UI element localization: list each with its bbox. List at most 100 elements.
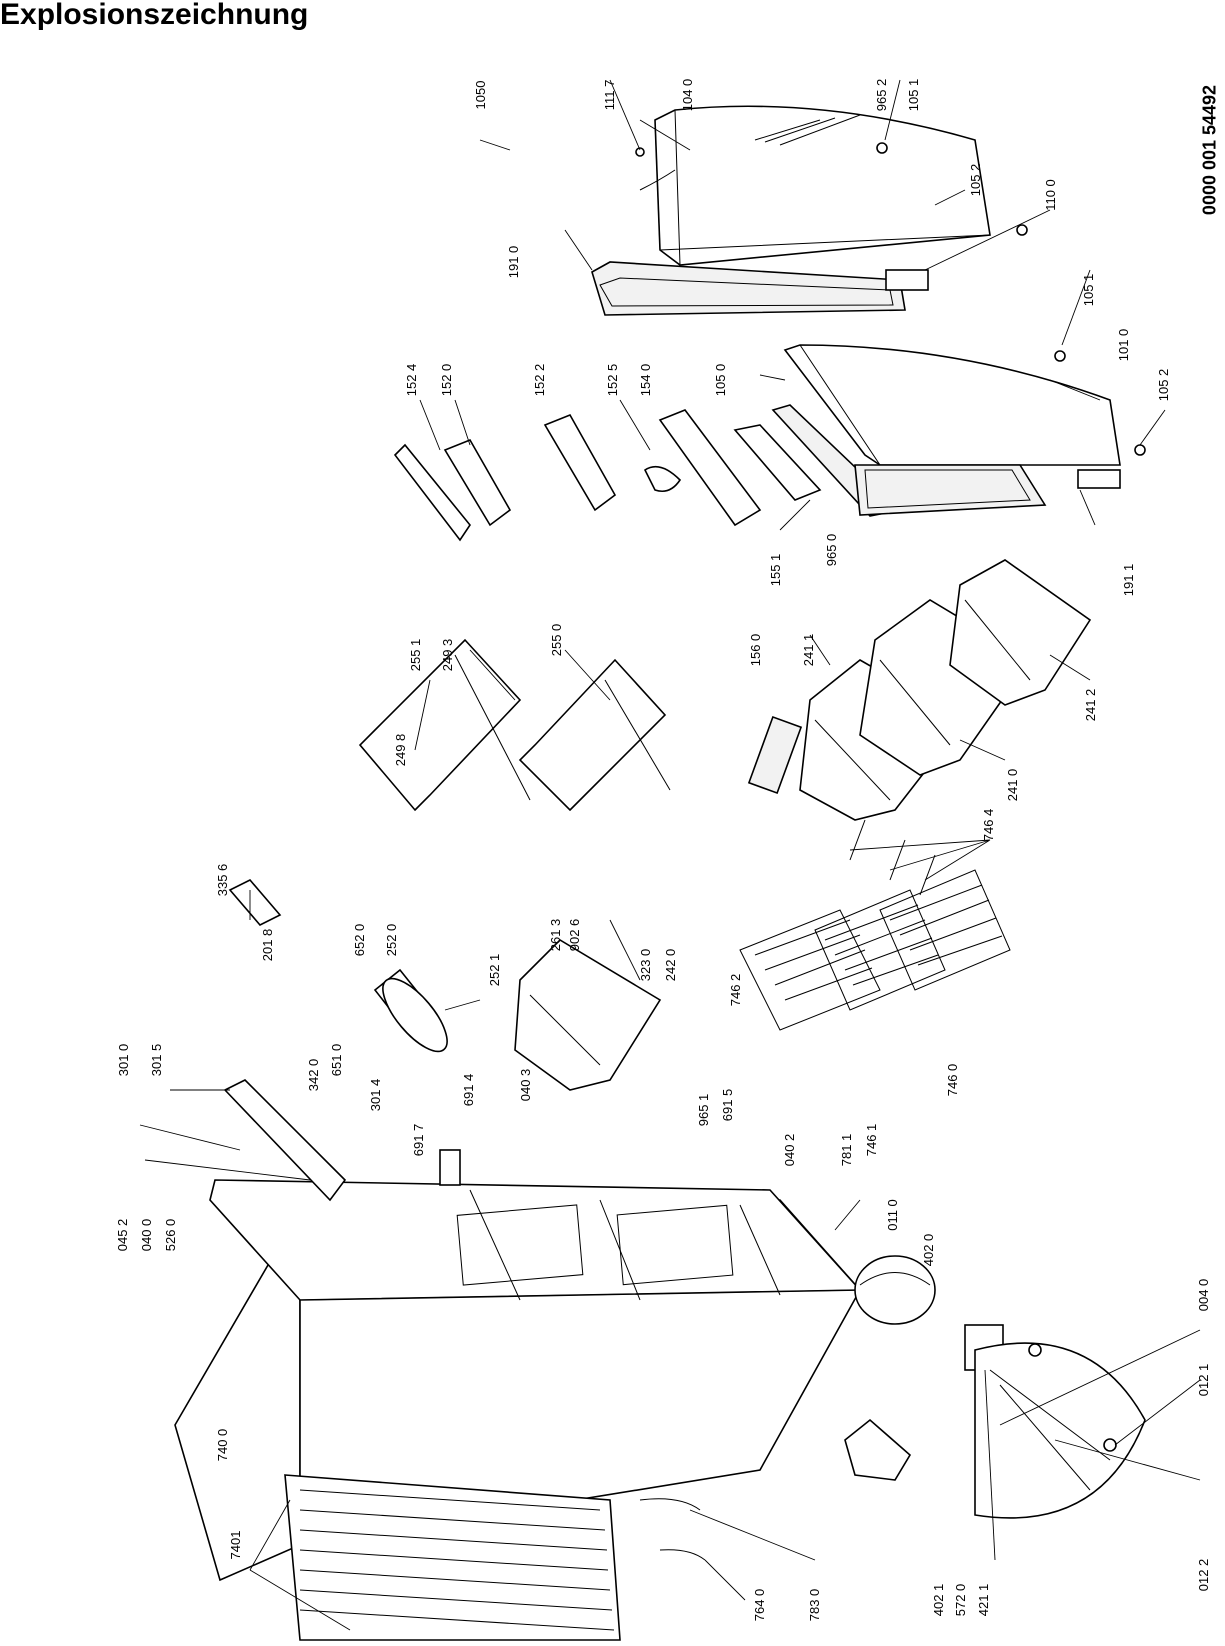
part-label: 105 2 <box>1156 369 1171 402</box>
part-label: 152 0 <box>439 364 454 397</box>
part-label: 201 8 <box>260 929 275 962</box>
condenser-frame <box>284 1474 621 1641</box>
part-label: 012 1 <box>1196 1364 1211 1397</box>
part-label: 781 1 <box>839 1134 854 1167</box>
part-label: 156 0 <box>748 634 763 667</box>
part-label: 155 1 <box>768 554 783 587</box>
part-label: 783 0 <box>807 1589 822 1622</box>
part-label: 105 0 <box>713 364 728 397</box>
door-shelf-154 <box>658 409 762 527</box>
door-hinge-bracket <box>885 269 929 291</box>
part-label: 746 0 <box>945 1064 960 1097</box>
part-label: 152 4 <box>404 364 419 397</box>
drawers <box>514 559 1092 1091</box>
door-bottle-shelf <box>543 413 617 512</box>
part-label: 342 0 <box>306 1059 321 1092</box>
part-label: 691 7 <box>411 1124 426 1157</box>
thermostat <box>228 879 282 926</box>
part-label: 252 0 <box>384 924 399 957</box>
door-shelf-cover <box>393 443 471 542</box>
part-label: 040 0 <box>139 1219 154 1252</box>
part-label: 241 1 <box>801 634 816 667</box>
cabinet-top <box>209 1179 862 1301</box>
part-label: 651 0 <box>329 1044 344 1077</box>
door-outer-panel-lower <box>783 344 1121 466</box>
upper-door-assembly <box>591 105 1028 316</box>
wire-shelves <box>739 819 1011 1031</box>
part-label: 040 2 <box>782 1134 797 1167</box>
part-labels: 1050 111 7 104 0 965 2 105 1 105 2 110 0… <box>115 79 1211 1622</box>
part-label: 740 0 <box>215 1429 230 1462</box>
part-label: 323 0 <box>638 949 653 982</box>
part-label: 572 0 <box>953 1584 968 1617</box>
leader-lines <box>139 79 1201 1631</box>
part-label: 402 0 <box>921 1234 936 1267</box>
part-label: 301 4 <box>368 1079 383 1112</box>
part-label: 421 1 <box>976 1584 991 1617</box>
part-label: 764 0 <box>752 1589 767 1622</box>
part-label: 402 1 <box>931 1584 946 1617</box>
part-label: 249 3 <box>440 639 455 672</box>
glass-shelves <box>358 638 671 812</box>
part-label: 111 7 <box>602 80 617 111</box>
compressor <box>854 1255 936 1325</box>
page-title: Explosionszeichnung <box>0 0 309 31</box>
door-hinge-lower <box>1077 469 1121 489</box>
lamp-cover <box>382 977 448 1053</box>
part-label: 191 0 <box>506 246 521 279</box>
part-label: 191 1 <box>1121 564 1136 597</box>
part-label: 335 6 <box>215 864 230 897</box>
lower-door-assembly <box>771 344 1146 517</box>
drawer-handle <box>747 715 803 795</box>
part-label: 242 0 <box>663 949 678 982</box>
part-label: 004 0 <box>1196 1279 1211 1312</box>
part-label: 691 5 <box>720 1089 735 1122</box>
drawer-241-2 <box>949 559 1092 706</box>
part-label: 902 6 <box>567 919 582 952</box>
part-label: 255 0 <box>549 624 564 657</box>
part-label: 045 2 <box>115 1219 130 1252</box>
crisper-drawer <box>514 938 662 1091</box>
part-label: 746 1 <box>864 1124 879 1157</box>
machine-compartment <box>844 1255 1146 1519</box>
part-label: 101 0 <box>1116 329 1131 362</box>
part-label: 249 8 <box>393 734 408 767</box>
glass-shelf-lower <box>518 658 667 812</box>
part-label: 105 1 <box>906 79 921 112</box>
part-label: 241 0 <box>1005 769 1020 802</box>
part-label: 152 5 <box>605 364 620 397</box>
part-label: 110 0 <box>1043 179 1058 211</box>
part-label: 152 2 <box>532 364 547 397</box>
door-gasket <box>591 261 906 316</box>
part-label: 012 2 <box>1196 1559 1211 1592</box>
part-label: 241 2 <box>1083 689 1098 722</box>
part-label: 040 3 <box>518 1069 533 1102</box>
part-label: 154 0 <box>638 364 653 397</box>
part-label: 261 3 <box>548 919 563 952</box>
part-label: 252 1 <box>487 954 502 987</box>
part-label: 746 4 <box>981 809 996 842</box>
part-label: 105 2 <box>968 164 983 197</box>
part-label: 104 0 <box>680 79 695 112</box>
part-label: 652 0 <box>352 924 367 957</box>
part-label: 691 4 <box>461 1074 476 1107</box>
part-label: 1050 <box>473 81 488 110</box>
door-shelf-152 <box>443 438 512 527</box>
part-label: 965 0 <box>824 534 839 567</box>
butter-compartment <box>733 424 822 501</box>
control-components <box>223 879 461 1202</box>
control-panel-cover <box>223 1079 347 1202</box>
part-label: 301 0 <box>116 1044 131 1077</box>
door-outer-panel <box>654 105 991 266</box>
condenser <box>284 1474 706 1641</box>
base-plate <box>974 1342 1146 1519</box>
door-shelves <box>393 409 822 542</box>
light-switch <box>439 1149 461 1186</box>
part-label: 7401 <box>228 1531 243 1560</box>
part-label: 255 1 <box>408 639 423 672</box>
part-label: 526 0 <box>163 1219 178 1252</box>
part-label: 965 2 <box>874 79 889 112</box>
part-label: 011 0 <box>885 1199 900 1231</box>
glass-shelf-upper <box>358 638 522 812</box>
